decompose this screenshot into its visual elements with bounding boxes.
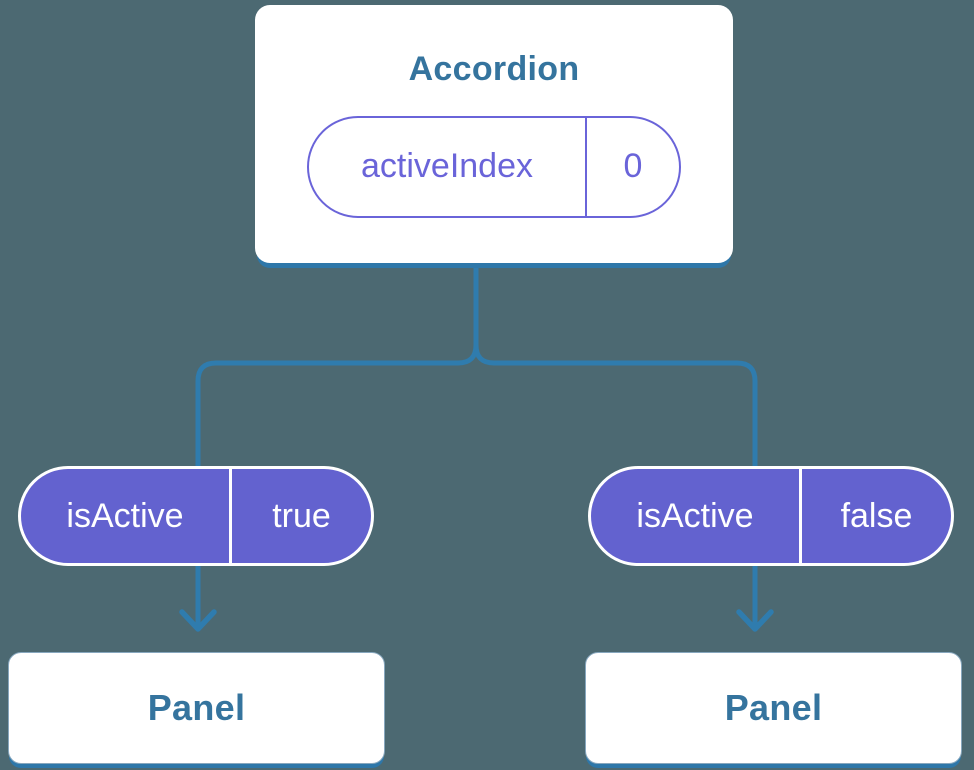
prop-name-label: isActive bbox=[21, 469, 232, 563]
accordion-component-box: Accordion activeIndex 0 bbox=[255, 5, 733, 263]
accordion-title: Accordion bbox=[408, 50, 580, 88]
arrow-down-right-head-icon bbox=[736, 609, 774, 632]
connector-right-branch bbox=[473, 344, 758, 470]
panel-component-box-right: Panel bbox=[585, 652, 962, 764]
state-value-label: 0 bbox=[623, 147, 643, 186]
prop-pill-isactive-true: isActive true bbox=[18, 466, 374, 566]
connector-left-branch bbox=[195, 260, 479, 470]
prop-pill-isactive-false: isActive false bbox=[588, 466, 954, 566]
prop-value-label: false bbox=[840, 496, 913, 535]
panel-title-left: Panel bbox=[147, 687, 246, 729]
prop-value-label: true bbox=[272, 496, 331, 535]
state-name-label: activeIndex bbox=[309, 117, 587, 216]
panel-title-right: Panel bbox=[724, 687, 823, 729]
state-pill-activeindex: activeIndex 0 bbox=[307, 115, 681, 218]
prop-name-label: isActive bbox=[591, 469, 802, 563]
panel-component-box-left: Panel bbox=[8, 652, 385, 764]
arrow-down-left-head-icon bbox=[179, 609, 217, 632]
